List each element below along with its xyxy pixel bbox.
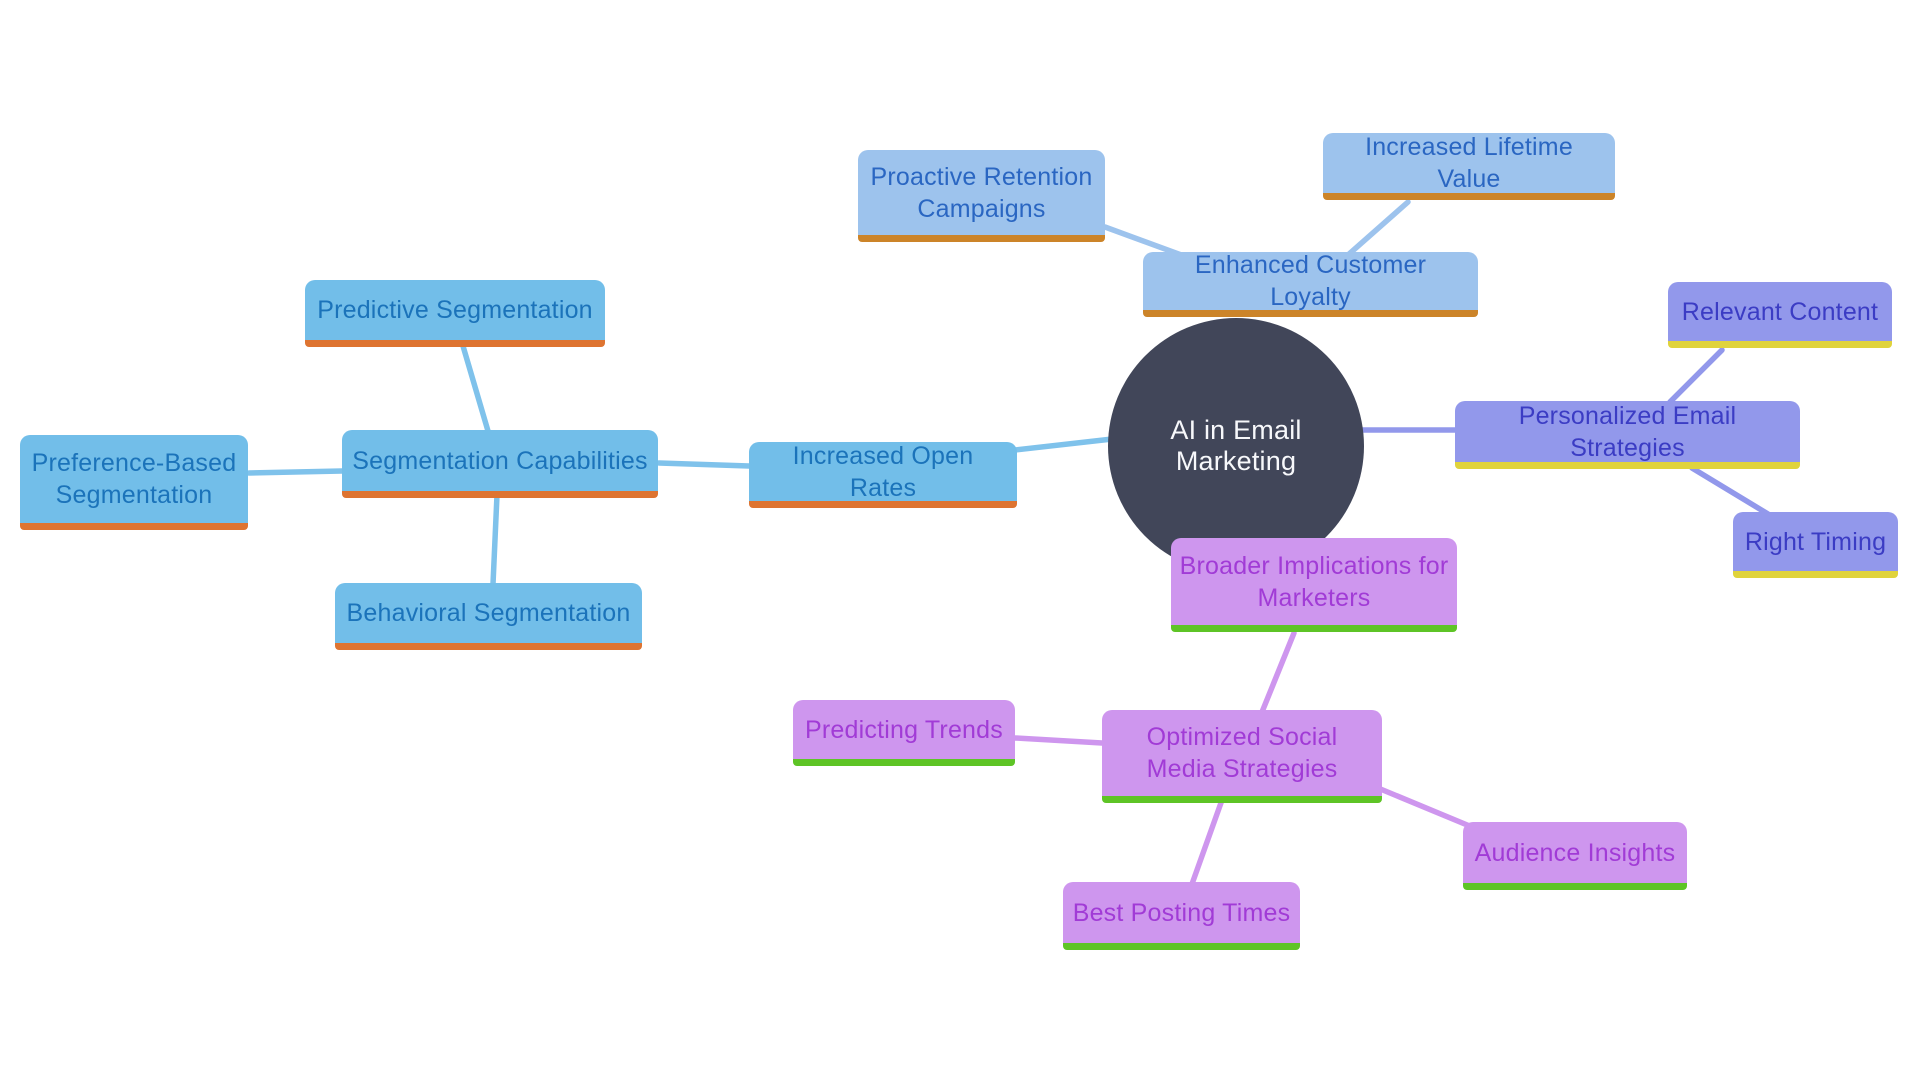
node-behavioral-segmentation[interactable]: Behavioral Segmentation — [335, 583, 642, 650]
center-node-ai-in-email-marketing[interactable]: AI in Email Marketing — [1108, 318, 1364, 574]
node-label: Segmentation Capabilities — [352, 446, 648, 475]
node-label: Optimized Social Media Strategies — [1146, 723, 1338, 783]
node-label: Enhanced Customer Loyalty — [1194, 251, 1427, 311]
node-enhanced-customer-loyalty[interactable]: Enhanced Customer Loyalty — [1143, 251, 1478, 317]
node-label: Right Timing — [1744, 527, 1887, 556]
node-predicting-trends[interactable]: Predicting Trends — [793, 700, 1015, 766]
node-label: Relevant Content — [1681, 297, 1879, 326]
node-relevant-content[interactable]: Relevant Content — [1668, 282, 1892, 348]
connector-line — [246, 468, 345, 476]
node-broader-implications-for-marketers[interactable]: Broader Implications for Marketers — [1171, 538, 1457, 632]
node-predictive-segmentation[interactable]: Predictive Segmentation — [305, 280, 605, 347]
connector-line — [1667, 347, 1725, 405]
node-segmentation-capabilities[interactable]: Segmentation Capabilities — [342, 430, 658, 498]
connector-line — [656, 460, 752, 469]
node-label: Proactive Retention Campaigns — [870, 162, 1093, 223]
node-label: Predicting Trends — [805, 715, 1003, 744]
node-optimized-social-media-strategies[interactable]: Optimized Social Media Strategies — [1102, 710, 1382, 803]
node-label: Preference-Based Segmentation — [31, 449, 237, 509]
connector-line — [1375, 785, 1475, 830]
node-label: Increased Lifetime Value — [1365, 133, 1573, 193]
node-audience-insights[interactable]: Audience Insights — [1463, 822, 1687, 890]
node-proactive-retention-campaigns[interactable]: Proactive Retention Campaigns — [858, 150, 1105, 242]
node-label: Best Posting Times — [1072, 898, 1291, 927]
connector-line — [1189, 797, 1225, 887]
node-label: Predictive Segmentation — [317, 296, 593, 324]
center-node-label: AI in Email Marketing — [1170, 415, 1302, 476]
node-right-timing[interactable]: Right Timing — [1733, 512, 1898, 578]
node-label: Audience Insights — [1474, 838, 1676, 867]
connector-line — [490, 492, 500, 587]
connector-line — [1259, 630, 1297, 715]
node-label: Increased Open Rates — [792, 441, 974, 502]
node-label: Personalized Email Strategies — [1518, 401, 1737, 462]
node-personalized-email-strategies[interactable]: Personalized Email Strategies — [1455, 401, 1800, 469]
node-label: Behavioral Segmentation — [346, 599, 631, 627]
node-preference-based-segmentation[interactable]: Preference-Based Segmentation — [20, 435, 248, 530]
connector-line — [460, 343, 491, 434]
connector-line — [1012, 735, 1105, 746]
node-increased-lifetime-value[interactable]: Increased Lifetime Value — [1323, 133, 1615, 200]
connector-line — [1689, 465, 1771, 517]
node-best-posting-times[interactable]: Best Posting Times — [1063, 882, 1300, 950]
node-increased-open-rates[interactable]: Increased Open Rates — [749, 442, 1017, 508]
node-label: Broader Implications for Marketers — [1179, 551, 1449, 612]
